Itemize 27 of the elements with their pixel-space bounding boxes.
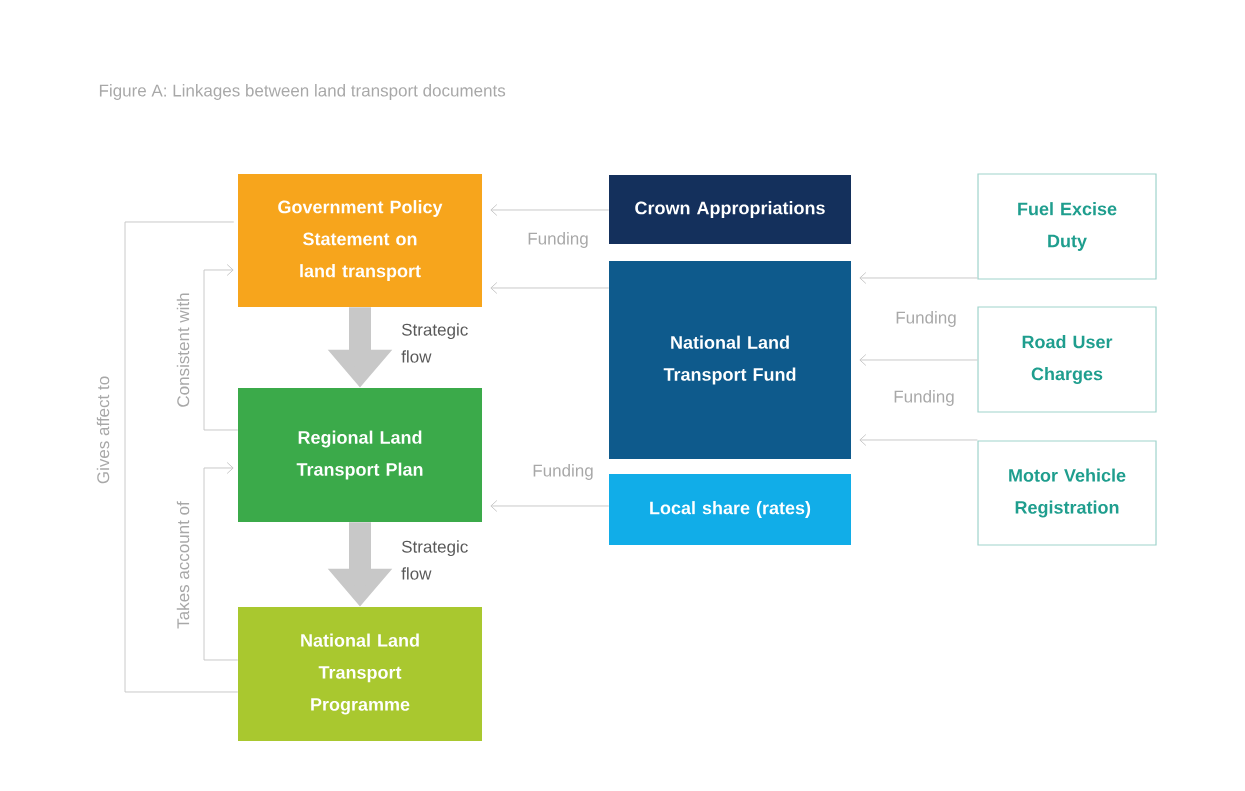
arrow [859, 272, 978, 284]
edge-label: Funding [896, 311, 956, 327]
box: Crown Appropriations [609, 175, 851, 244]
edge-label: Strategic flow [401, 540, 468, 580]
box: Road User Charges [977, 306, 1157, 413]
box: Fuel Excise Duty [977, 173, 1157, 280]
box: Government Policy Statement on land transport [238, 174, 482, 307]
arrow [203, 462, 239, 661]
edge-label: Funding [528, 232, 588, 248]
edge-label: Funding [533, 464, 593, 480]
arrow [859, 354, 978, 366]
edge-label: Gives affect to [96, 376, 110, 484]
arrow [859, 434, 978, 446]
arrow [490, 204, 610, 216]
box: National Land Transport Programme [238, 607, 482, 741]
box: Regional Land Transport Plan [238, 388, 482, 522]
edge-label: Consistent with [176, 293, 190, 407]
arrow [490, 282, 610, 294]
box: National Land Transport Fund [609, 261, 851, 459]
box: Local share (rates) [609, 474, 851, 545]
box: Motor Vehicle Registration [977, 440, 1157, 546]
edge-label: Takes account of [176, 501, 190, 629]
title: Figure A: Linkages between land transport documents [99, 84, 506, 100]
edge-label: Strategic flow [401, 323, 468, 363]
arrow [203, 264, 239, 431]
edge-label: Funding [894, 390, 954, 406]
arrow [490, 500, 610, 512]
